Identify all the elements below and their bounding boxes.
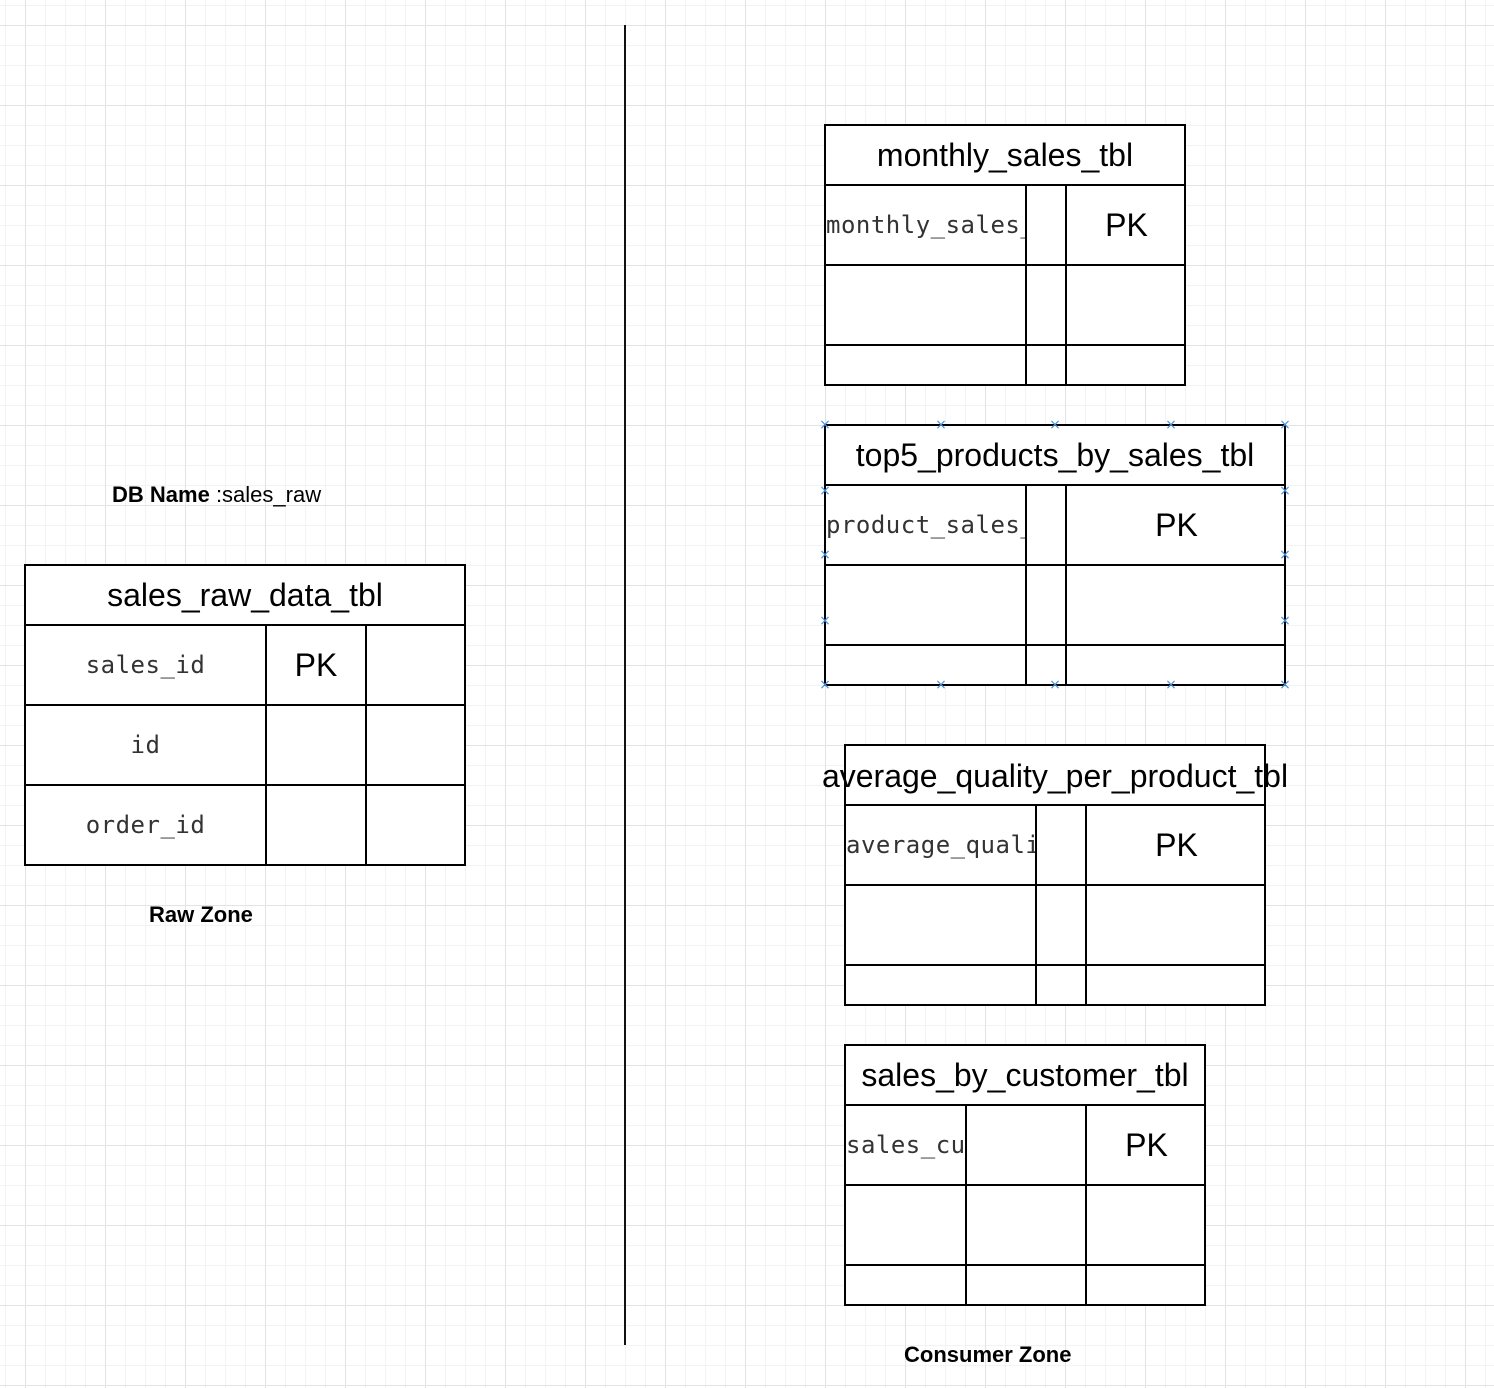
row-divider — [826, 644, 1284, 646]
selection-handle-icon[interactable]: × — [1279, 677, 1291, 693]
row-divider — [846, 1184, 1204, 1186]
selection-handle-icon[interactable]: × — [1279, 417, 1291, 433]
row-divider — [26, 784, 464, 786]
primary-key-cell[interactable]: PK — [1155, 826, 1198, 863]
zone-divider-line — [624, 25, 626, 1345]
table-title[interactable]: average_quality_per_product_tbl — [821, 757, 1289, 794]
field-name-cell[interactable]: average_quali — [846, 831, 1035, 859]
selection-handle-icon[interactable]: × — [819, 677, 831, 693]
row-divider — [846, 884, 1264, 886]
selection-handle-icon[interactable]: × — [1049, 417, 1061, 433]
table-title[interactable]: sales_by_customer_tbl — [846, 1046, 1204, 1106]
primary-key-cell[interactable]: PK — [1155, 506, 1198, 543]
selection-handle-icon[interactable]: × — [935, 677, 947, 693]
selection-handle-icon[interactable]: × — [819, 613, 831, 629]
primary-key-cell[interactable]: PK — [1105, 206, 1148, 243]
row-divider — [846, 964, 1264, 966]
selection-handle-icon[interactable]: × — [935, 417, 947, 433]
table-title[interactable]: top5_products_by_sales_tbl — [826, 426, 1284, 486]
field-name-cell[interactable]: sales_cu — [846, 1131, 965, 1159]
row-divider — [826, 344, 1184, 346]
row-divider — [826, 564, 1284, 566]
selection-handle-icon[interactable]: × — [1165, 417, 1177, 433]
primary-key-cell[interactable]: PK — [294, 646, 338, 683]
row-divider — [826, 264, 1184, 266]
field-name-cell[interactable]: product_sales_ — [826, 511, 1025, 539]
field-name-cell[interactable]: id — [130, 731, 161, 759]
raw-zone-label[interactable]: Raw Zone — [149, 902, 253, 927]
column-divider — [1025, 484, 1027, 684]
column-divider — [1035, 804, 1037, 1004]
sales-by-customer-table[interactable]: sales_by_customer_tbl sales_cu PK — [844, 1044, 1206, 1306]
field-name-cell[interactable]: order_id — [85, 811, 206, 839]
row-divider — [846, 804, 1264, 806]
db-name-key: DB Name — [112, 482, 210, 507]
column-divider — [1065, 184, 1067, 384]
field-name-cell[interactable]: monthly_sales_ — [826, 211, 1025, 239]
selection-handle-icon[interactable]: × — [1279, 483, 1291, 499]
selection-handle-icon[interactable]: × — [1049, 677, 1061, 693]
field-name-cell[interactable]: sales_id — [85, 651, 206, 679]
db-name-value: :sales_raw — [215, 482, 322, 507]
column-divider — [1025, 184, 1027, 384]
primary-key-cell[interactable]: PK — [1125, 1126, 1168, 1163]
column-divider — [265, 624, 267, 864]
monthly-sales-table[interactable]: monthly_sales_tbl monthly_sales_ PK — [824, 124, 1186, 386]
db-name-label[interactable]: DB Name :sales_raw — [112, 482, 321, 508]
selection-handle-icon[interactable]: × — [819, 417, 831, 433]
consumer-zone-label[interactable]: Consumer Zone — [904, 1342, 1072, 1367]
row-divider — [26, 704, 464, 706]
sales-raw-data-table[interactable]: sales_raw_data_tbl sales_id PK id order_… — [24, 564, 466, 866]
table-title[interactable]: sales_raw_data_tbl — [26, 566, 464, 626]
selection-handle-icon[interactable]: × — [819, 547, 831, 563]
average-quality-per-product-table[interactable]: average_quality_per_product_tbl average_… — [822, 744, 1288, 1006]
selection-handle-icon[interactable]: × — [819, 483, 831, 499]
row-divider — [846, 1264, 1204, 1266]
selection-handle-icon[interactable]: × — [1279, 547, 1291, 563]
selection-handle-icon[interactable]: × — [1165, 677, 1177, 693]
column-divider — [1085, 1104, 1087, 1304]
column-divider — [1085, 804, 1087, 1004]
selection-handle-icon[interactable]: × — [1279, 613, 1291, 629]
column-divider — [965, 1104, 967, 1304]
column-divider — [1065, 484, 1067, 684]
table-title[interactable]: monthly_sales_tbl — [826, 126, 1184, 186]
top5-products-by-sales-table[interactable]: top5_products_by_sales_tbl product_sales… — [824, 424, 1286, 686]
column-divider — [365, 624, 367, 864]
